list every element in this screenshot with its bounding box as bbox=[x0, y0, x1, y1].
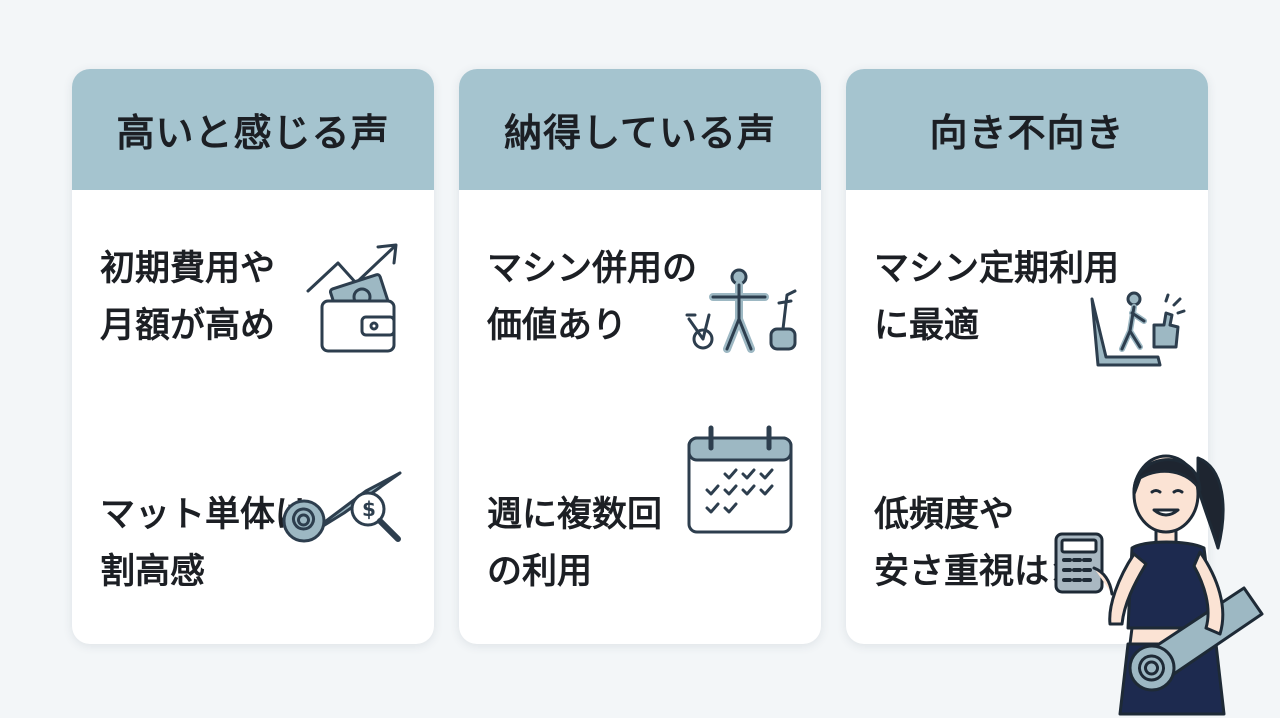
item-line: 初期費用や bbox=[100, 249, 276, 289]
svg-text:$: $ bbox=[362, 497, 376, 521]
woman-calculator-mat-illustration bbox=[1048, 438, 1268, 718]
card-header: 納得している声 bbox=[459, 69, 821, 190]
card-header: 高いと感じる声 bbox=[72, 69, 434, 190]
item-line: 価値あり bbox=[487, 306, 628, 346]
card-title: 納得している声 bbox=[504, 111, 776, 155]
treadmill-thumbs-up-icon bbox=[1088, 291, 1186, 373]
card-expensive-voices: 高いと感じる声 初期費用や 月額が高め マット単体は 割高感 bbox=[72, 69, 434, 644]
list-item: マシン併用の 価値あり bbox=[487, 241, 722, 355]
list-item: マット単体は 割高感 bbox=[100, 487, 335, 601]
wallet-money-up-icon bbox=[304, 241, 414, 357]
item-line: に最適 bbox=[874, 306, 980, 346]
item-line: 安さ重視は× bbox=[874, 552, 1079, 592]
item-line: マシン併用の bbox=[487, 249, 698, 289]
item-line: マシン定期利用 bbox=[874, 249, 1120, 289]
item-line: 低頻度や bbox=[874, 495, 1015, 535]
list-item: 初期費用や 月額が高め bbox=[100, 241, 335, 355]
item-line: 週に複数回 bbox=[487, 495, 663, 535]
item-line: の利用 bbox=[487, 552, 593, 592]
card-satisfied-voices: 納得している声 マシン併用の 価値あり 週に複数回 の利用 bbox=[459, 69, 821, 644]
item-line: 割高感 bbox=[100, 552, 206, 592]
gym-machines-icon bbox=[683, 268, 801, 357]
card-header: 向き不向き bbox=[846, 69, 1208, 190]
calendar-checks-icon bbox=[685, 424, 795, 538]
list-item: マシン定期利用 に最適 bbox=[874, 241, 1120, 355]
card-title: 高いと感じる声 bbox=[116, 111, 390, 155]
card-title: 向き不向き bbox=[929, 111, 1125, 155]
item-line: マット単体は bbox=[100, 495, 311, 535]
list-item: 低頻度や 安さ重視は× bbox=[874, 487, 1109, 601]
mat-price-search-icon: $ bbox=[280, 461, 410, 553]
item-line: 月額が高め bbox=[100, 306, 276, 346]
list-item: 週に複数回 の利用 bbox=[487, 487, 722, 601]
